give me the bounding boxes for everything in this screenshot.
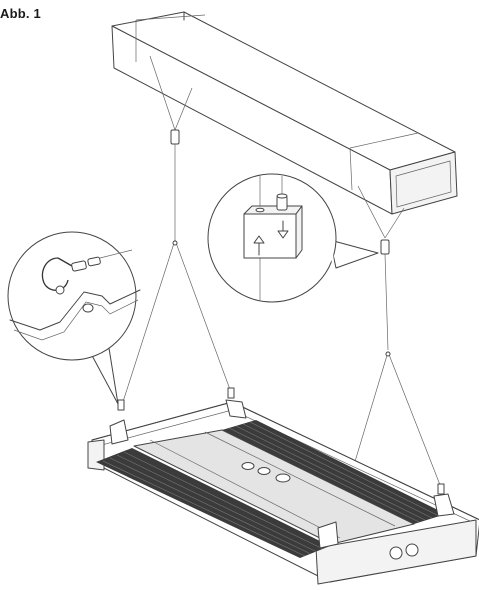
connector-detail-callout <box>207 173 379 303</box>
upper-bridle-left <box>149 55 193 240</box>
upper-bridle-right <box>357 185 405 351</box>
hook-detail-callout <box>7 231 141 405</box>
heatsink-fins-right <box>228 421 440 523</box>
figure-label: Abb. 1 <box>0 6 41 21</box>
lower-bridle-left <box>117 239 235 411</box>
heatsink-fins-left <box>102 451 324 557</box>
hook-icon <box>41 257 73 295</box>
arrow-up-icon <box>253 235 265 256</box>
ceiling-beam <box>111 11 458 215</box>
light-fixture <box>87 399 479 585</box>
arrow-down-icon <box>277 220 289 239</box>
